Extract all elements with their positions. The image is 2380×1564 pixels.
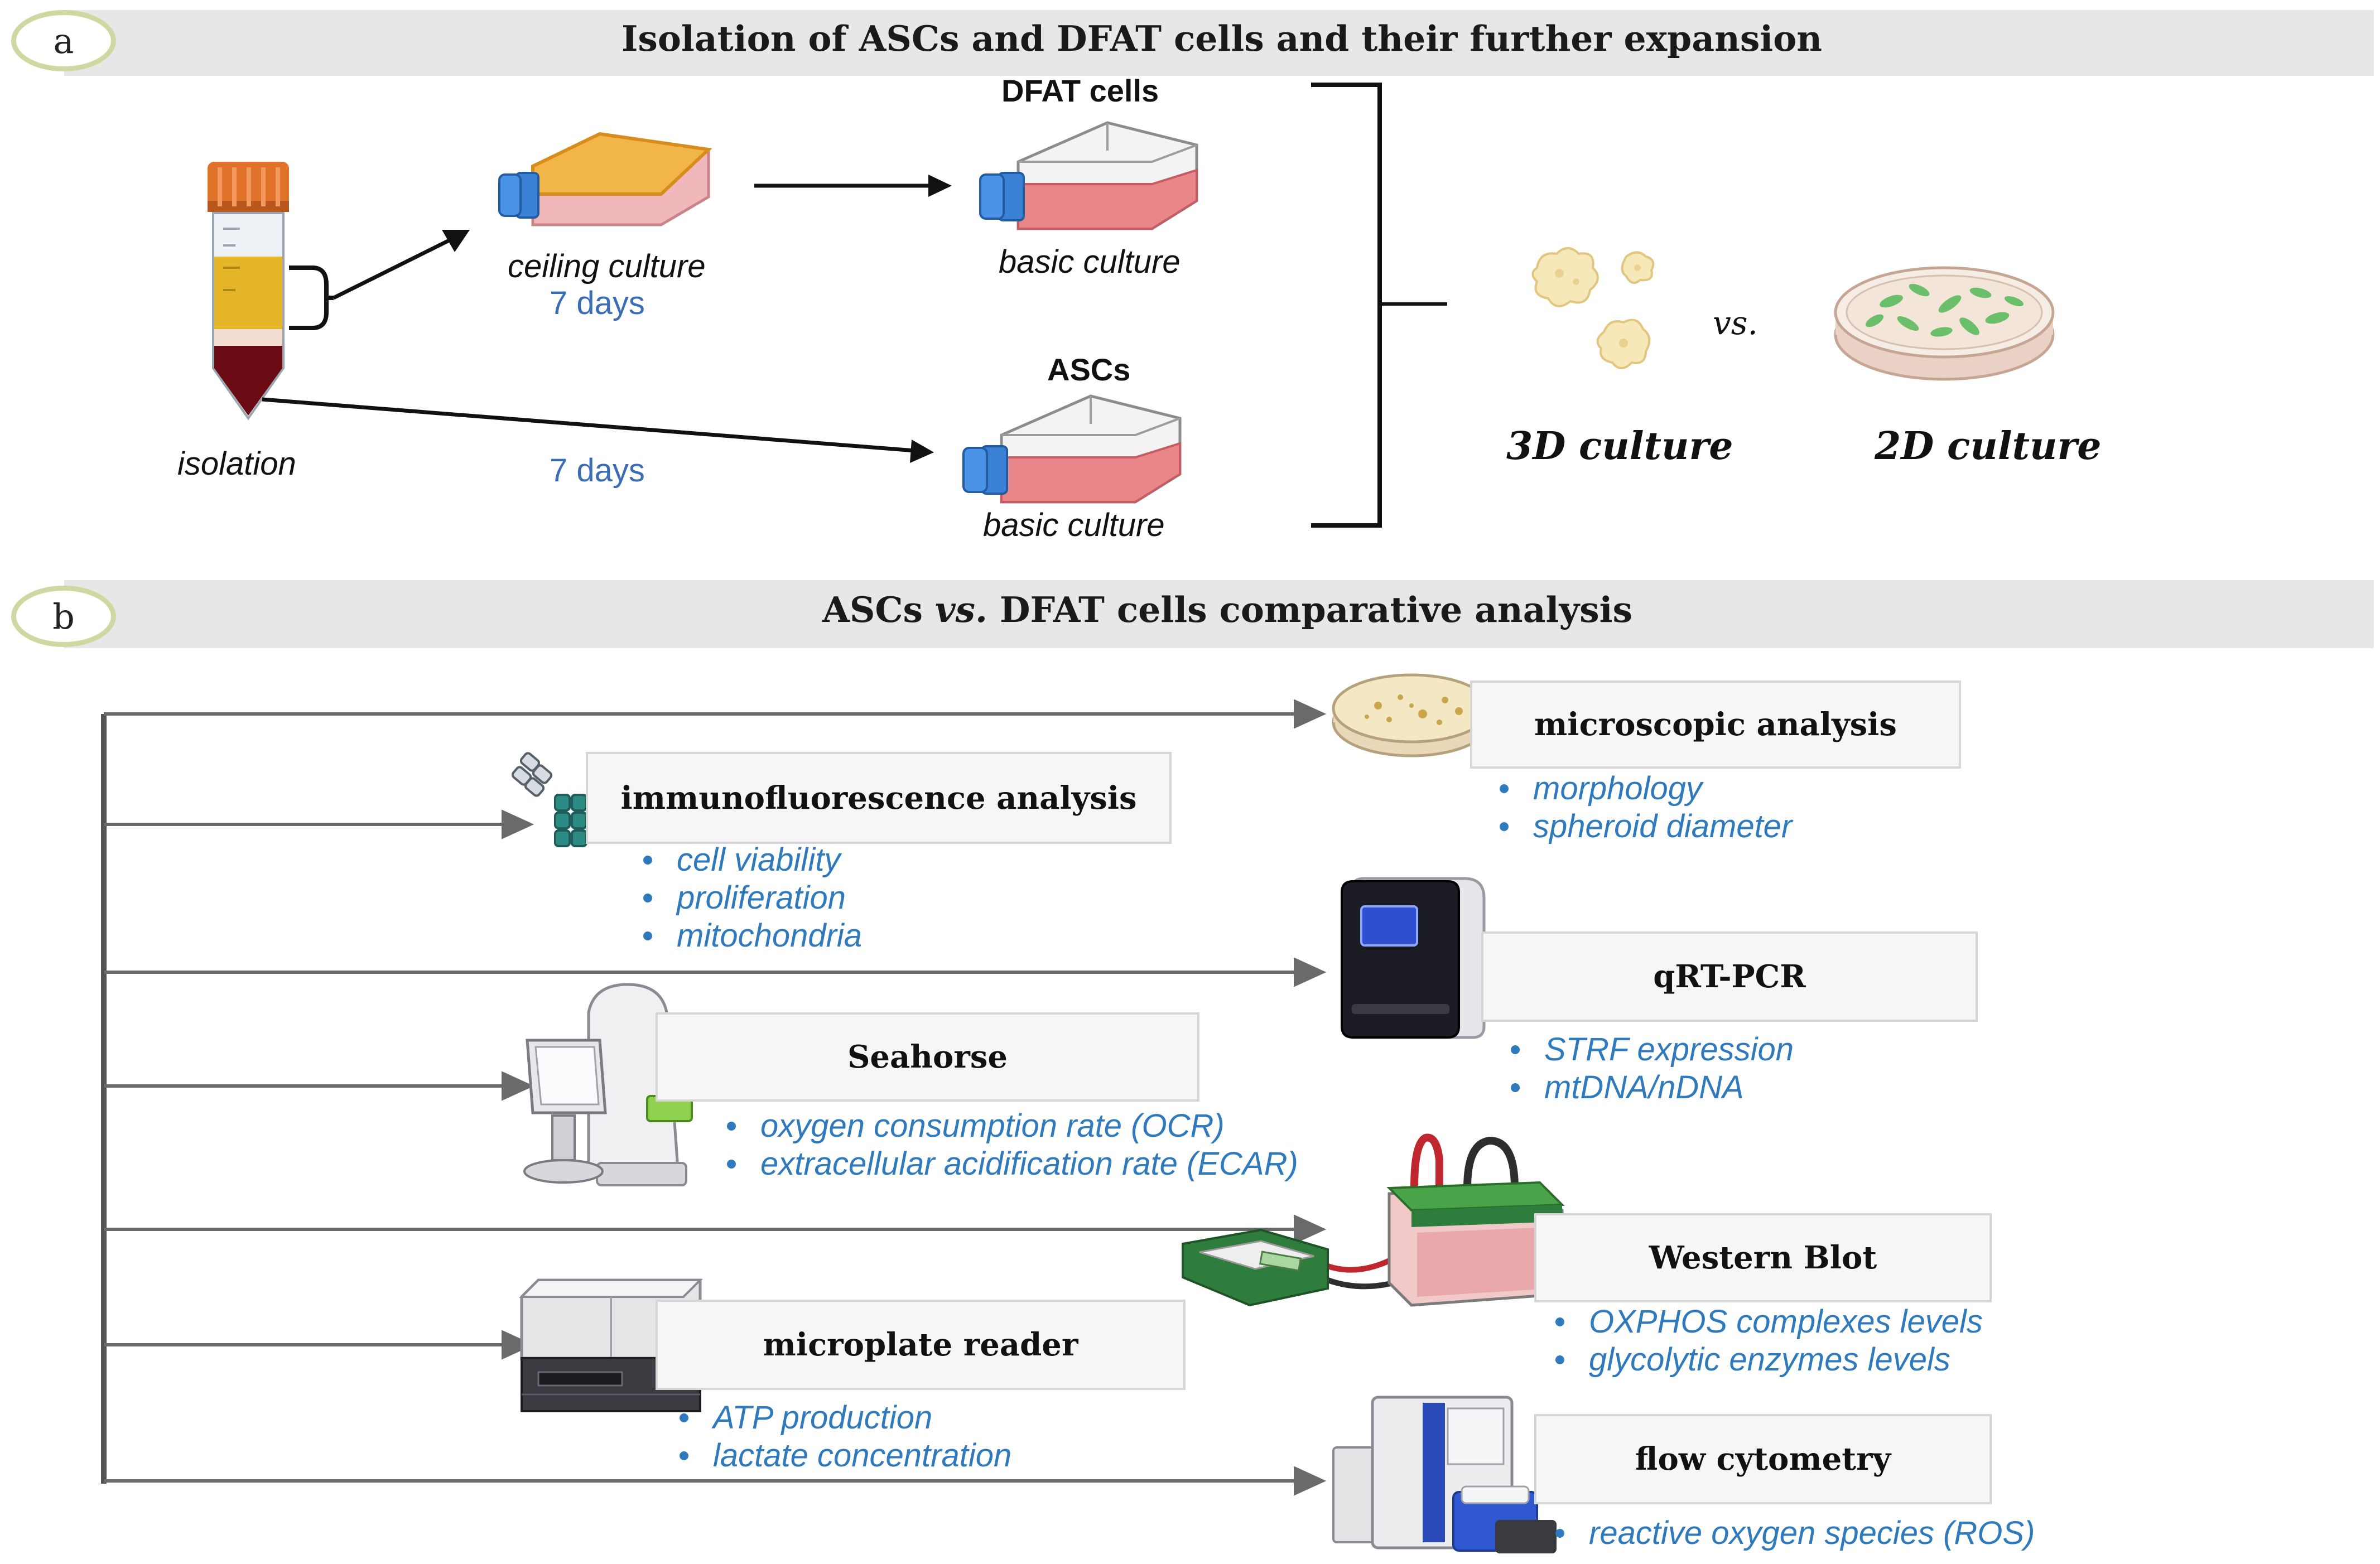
panel-a-arrows bbox=[262, 83, 1447, 528]
immunofluorescence-analysis-list: cell viability proliferation mitochondri… bbox=[639, 841, 862, 955]
flow-cytometry-list: reactive oxygen species (ROS) bbox=[1551, 1514, 2035, 1552]
culture-2d-label: 2D culture bbox=[1875, 424, 2102, 469]
ascs-culture-label: basic culture bbox=[983, 507, 1165, 543]
immunofluorescence-analysis-box: immunofluorescence analysis bbox=[586, 752, 1172, 844]
panel-b-title: ASCs vs. DFAT cells comparative analysis bbox=[822, 589, 1632, 630]
conical-tube-icon bbox=[208, 162, 289, 421]
microscopic-analysis-box: microscopic analysis bbox=[1470, 680, 1961, 769]
ceiling-culture-label: ceiling culture bbox=[508, 248, 706, 284]
pcr-machine-icon bbox=[1341, 877, 1486, 1039]
days-bottom-label: 7 days bbox=[550, 452, 645, 489]
list-item: mitochondria bbox=[639, 917, 862, 955]
panel-b-banner bbox=[64, 580, 2374, 648]
dfat-flask-icon bbox=[979, 121, 1198, 230]
panel-a-title: Isolation of ASCs and DFAT cells and the… bbox=[621, 18, 1823, 59]
seahorse-analyzer-icon bbox=[523, 983, 693, 1186]
list-item: STRF expression bbox=[1506, 1031, 1794, 1069]
vs-label: vs. bbox=[1713, 304, 1758, 342]
dfat-culture-label: basic culture bbox=[999, 244, 1181, 280]
ceiling-culture-flask-icon bbox=[498, 132, 712, 226]
microplate-reader-box: microplate reader bbox=[656, 1300, 1186, 1390]
list-item: spheroid diameter bbox=[1495, 808, 1792, 846]
seahorse-list: oxygen consumption rate (OCR) extracellu… bbox=[722, 1107, 1298, 1183]
western-blot-list: OXPHOS complexes levels glycolytic enzym… bbox=[1551, 1303, 1983, 1379]
list-item: extracellular acidification rate (ECAR) bbox=[722, 1145, 1298, 1183]
microscopic-analysis-list: morphology spheroid diameter bbox=[1495, 770, 1792, 846]
days-top-label: 7 days bbox=[550, 285, 645, 321]
panel-b-badge: b bbox=[11, 586, 116, 647]
culture-3d-label: 3D culture bbox=[1506, 424, 1733, 469]
ascs-flask-icon bbox=[962, 394, 1182, 504]
panel-a-badge: a bbox=[11, 10, 116, 71]
list-item: glycolytic enzymes levels bbox=[1551, 1341, 1983, 1379]
list-item: OXPHOS complexes levels bbox=[1551, 1303, 1983, 1341]
flow-cytometer-icon bbox=[1332, 1396, 1557, 1553]
qrt-pcr-box: qRT-PCR bbox=[1481, 931, 1978, 1022]
spheroids-icon bbox=[1531, 247, 1655, 369]
list-item: proliferation bbox=[639, 879, 862, 917]
list-item: lactate concentration bbox=[675, 1437, 1011, 1475]
list-item: reactive oxygen species (ROS) bbox=[1551, 1514, 2035, 1552]
dfat-title: DFAT cells bbox=[1001, 73, 1159, 108]
list-item: morphology bbox=[1495, 770, 1792, 808]
qrt-pcr-list: STRF expression mtDNA/nDNA bbox=[1506, 1031, 1794, 1107]
petri-dish-icon bbox=[1332, 673, 1491, 757]
isolation-label: isolation bbox=[177, 446, 296, 482]
panel-a-banner bbox=[64, 10, 2374, 76]
microplate-reader-list: ATP production lactate concentration bbox=[675, 1399, 1011, 1475]
list-item: ATP production bbox=[675, 1399, 1011, 1437]
petri-dish-2d-icon bbox=[1834, 266, 2055, 381]
western-blot-icon bbox=[1182, 1133, 1565, 1307]
list-item: cell viability bbox=[639, 841, 862, 879]
seahorse-box: Seahorse bbox=[656, 1012, 1199, 1102]
ascs-title: ASCs bbox=[1047, 352, 1131, 387]
western-blot-box: Western Blot bbox=[1534, 1213, 1992, 1302]
list-item: oxygen consumption rate (OCR) bbox=[722, 1107, 1298, 1145]
list-item: mtDNA/nDNA bbox=[1506, 1069, 1794, 1107]
flow-cytometry-box: flow cytometry bbox=[1534, 1414, 1992, 1504]
